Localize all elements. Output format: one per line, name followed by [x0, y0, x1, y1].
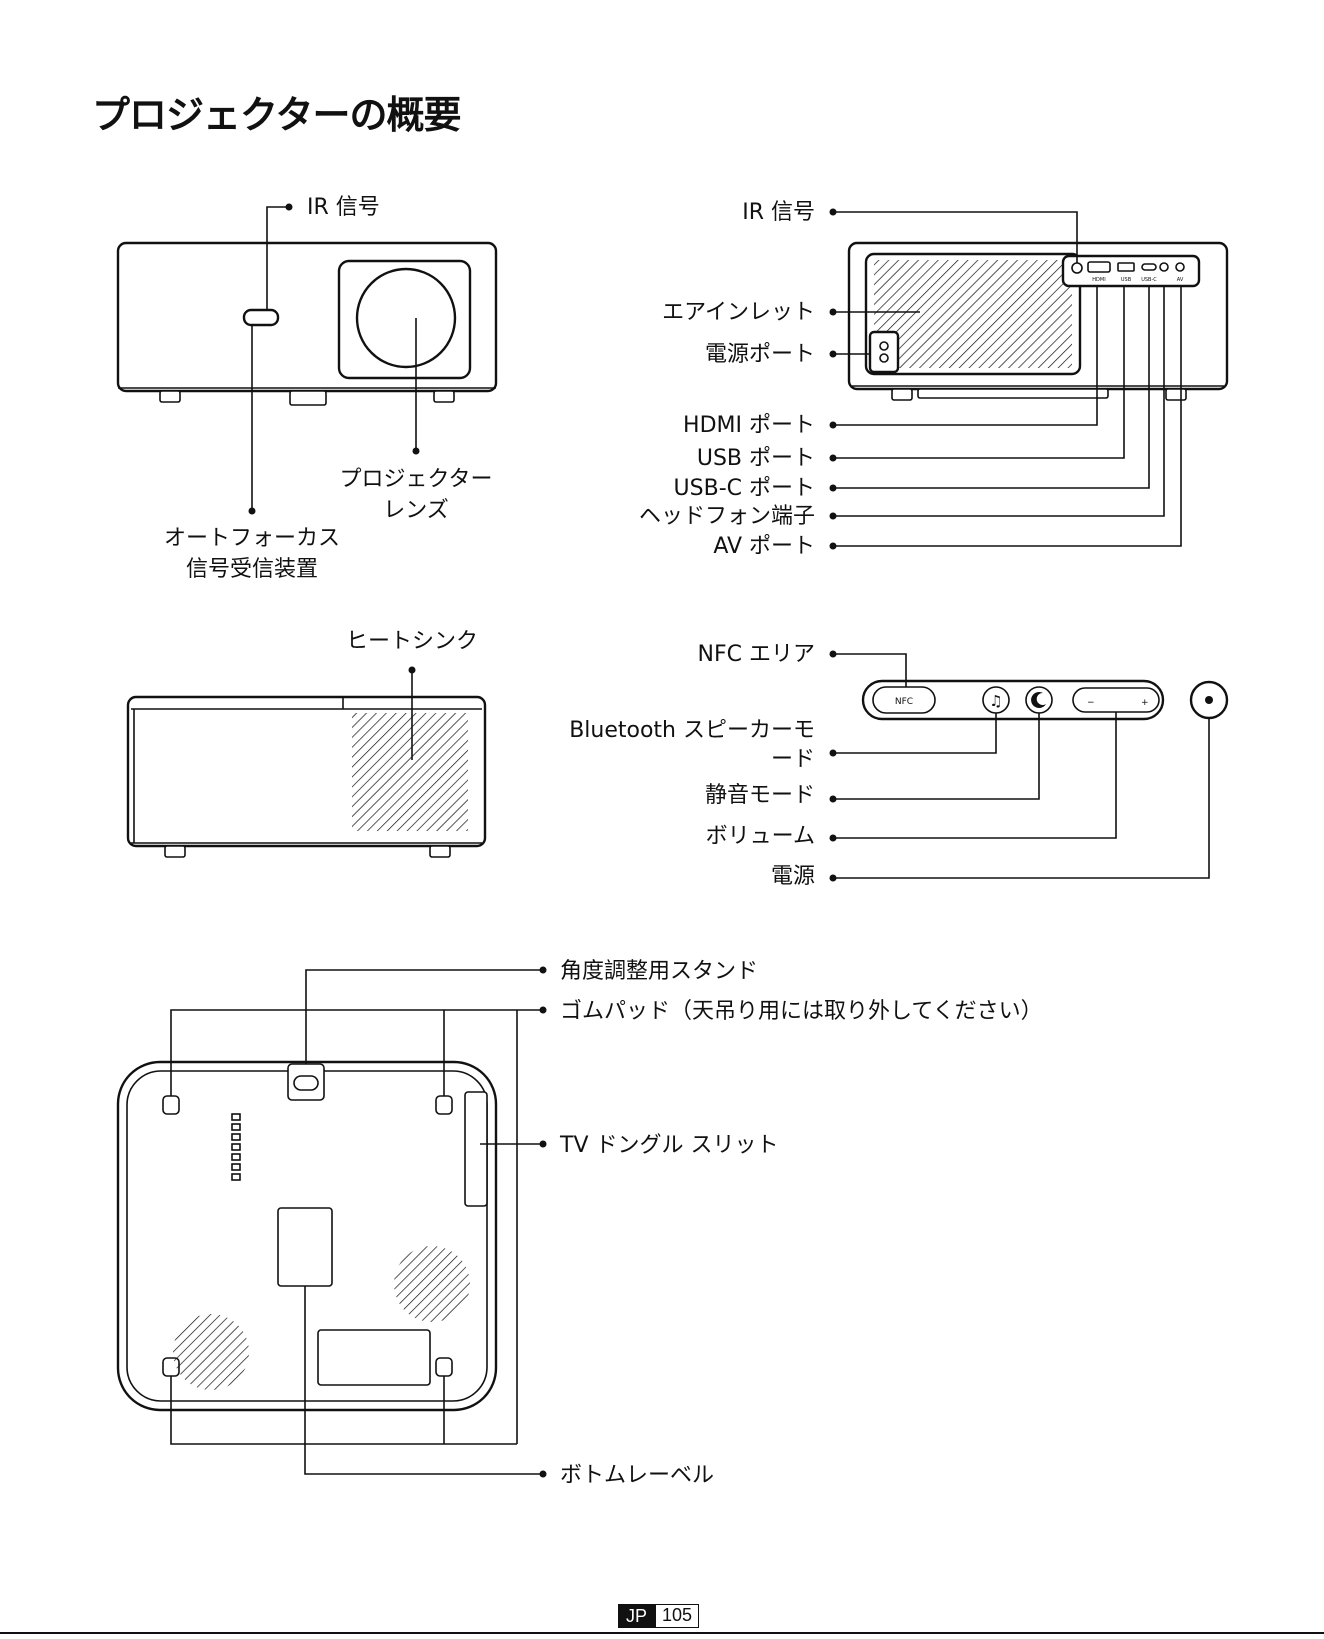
usb-port-label: USB ポート [697, 446, 815, 471]
air-inlet-label: エアインレット [662, 300, 815, 325]
rear-view: HDMI USB USB-C AV IR 信号 エアインレット 電源ポート HD… [639, 200, 1227, 559]
usbc-port-label: USB-C ポート [674, 476, 815, 501]
rubber-pads-label: ゴムパッド（天吊り用には取り外してください） [560, 999, 1043, 1024]
ir-sensor-window [244, 310, 278, 325]
lens-label-2: レンズ [383, 498, 449, 523]
page-number: 105 [655, 1604, 699, 1628]
vent-slots [232, 1114, 240, 1180]
hdmi-port-label: HDMI ポート [683, 413, 815, 438]
stand-label: 角度調整用スタンド [560, 959, 758, 984]
mute-mode-label: 静音モード [705, 783, 815, 808]
bluetooth-label-1: Bluetooth スピーカーモ [569, 718, 815, 743]
tv-dongle-label: TV ドングル スリット [559, 1133, 778, 1158]
headphone-label: ヘッドフォン端子 [639, 504, 815, 529]
heat-sink-grille [352, 713, 468, 831]
music-icon: ♫ [989, 692, 1002, 710]
usb-mark: USB [1121, 277, 1132, 283]
bottom-plate [318, 1330, 430, 1385]
bottom-view: 角度調整用スタンド ゴムパッド（天吊り用には取り外してください） TV ドングル… [118, 959, 1043, 1488]
power-socket [870, 332, 898, 372]
mute-button [1026, 687, 1052, 713]
bottom-label-label: ボトムレーベル [560, 1463, 714, 1488]
rear-foot-left [892, 389, 912, 400]
front-ir-label: IR 信号 [307, 195, 380, 220]
power-label: 電源 [771, 864, 815, 889]
usbc-mark: USB-C [1141, 277, 1157, 283]
pad-top-left [163, 1096, 179, 1114]
front-foot-right [434, 391, 454, 402]
nfc-badge-text: NFC [895, 697, 913, 707]
pad-top-right [436, 1096, 452, 1114]
bluetooth-label-2: ード [771, 747, 815, 772]
power-dot [1205, 696, 1213, 704]
tv-dongle-slot [465, 1092, 487, 1206]
autofocus-label-2: 信号受信装置 [186, 557, 318, 582]
av-mark: AV [1177, 277, 1184, 283]
volume-label: ボリューム [706, 824, 815, 849]
lens-label-1: プロジェクター [339, 467, 492, 492]
autofocus-label-1: オートフォーカス [164, 526, 340, 551]
rear-stand [918, 389, 1108, 398]
footer-rule [0, 1632, 1324, 1634]
front-foot-left [160, 391, 180, 402]
volume-plus: + [1141, 698, 1149, 708]
heat-sink-label: ヒートシンク [346, 629, 478, 654]
volume-minus: − [1087, 698, 1095, 708]
power-port-label: 電源ポート [705, 342, 815, 367]
page-number-badge: JP 105 [618, 1604, 699, 1628]
lang-code: JP [618, 1604, 655, 1628]
air-inlet-grille [874, 260, 1072, 368]
nfc-area-label: NFC エリア [698, 642, 815, 667]
front-foot-center [290, 391, 326, 405]
bottom-label-area [278, 1208, 332, 1286]
front-view: IR 信号 オートフォーカス 信号受信装置 プロジェクター レンズ [118, 195, 496, 582]
control-panel: NFC ♫ − + NFC エリア Bluetooth スピーカーモ ード 静音… [569, 642, 1227, 889]
rear-ir-label: IR 信号 [742, 200, 815, 225]
speaker-grille-right [394, 1246, 470, 1322]
hdmi-mark: HDMI [1092, 277, 1105, 283]
lens [357, 269, 455, 367]
av-port-label: AV ポート [713, 534, 815, 559]
rear-foot-right [1166, 389, 1186, 400]
side-view: ヒートシンク [128, 629, 485, 857]
pad-bottom-right [436, 1358, 452, 1376]
speaker-grille-left [173, 1314, 249, 1390]
